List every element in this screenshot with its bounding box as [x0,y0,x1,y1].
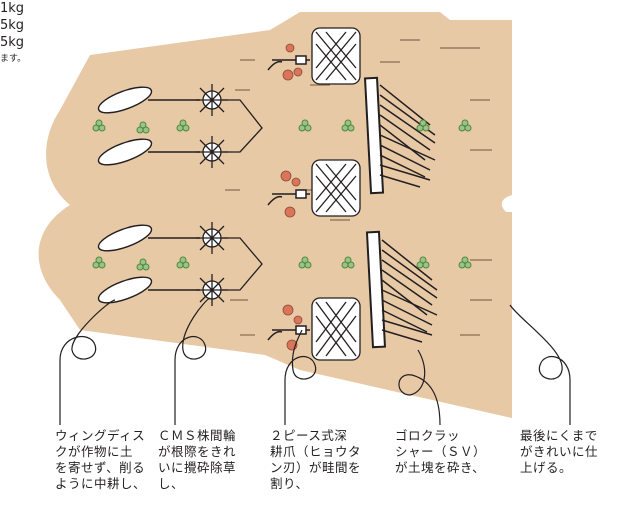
cms-weeder-icon [196,84,263,306]
rake-icon [363,76,438,349]
soil-clods [280,43,303,351]
caption-wing-disc: ウィングディス クが作物に土 を寄せず、削る ように中耕し、 [55,428,147,491]
spec-weight-3: 5kg [0,35,25,50]
spec-note: ます。 [0,54,27,64]
tine-icon [267,55,310,341]
callout-leaders [59,297,571,426]
crop-plants [92,119,472,271]
wing-disc-icon [97,86,200,304]
spec-weight-1: 1kg [0,1,25,16]
soil-lines [225,39,492,336]
crusher-roller-icon [311,27,361,361]
caption-tine: ２ピース式深 耕爪（ヒョウタ ン刃）が畦間を 割り、 [270,428,362,491]
caption-rake: 最後にくまで がきれいに仕 上げる。 [520,428,599,475]
soil-field [38,12,513,418]
spec-weight-2: 5kg [0,18,25,33]
caption-cms-weeder: ＣＭＳ株間輪 が根際をきれ いに攪砕除草 し、 [158,428,237,491]
caption-crusher: ゴロクラッ シャー（ＳＶ） が土塊を砕き、 [395,428,487,475]
